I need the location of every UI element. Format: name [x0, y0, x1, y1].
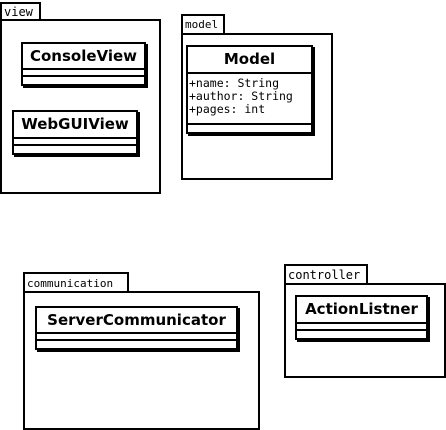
class-methods-model: [188, 125, 311, 132]
package-label-controller: controller: [288, 268, 361, 282]
package-tab-model: model: [181, 14, 225, 35]
class-methods-servercommunicator: [37, 341, 236, 348]
class-methods-webguiview: [14, 146, 136, 153]
class-attributes-servercommunicator: [37, 334, 236, 341]
class-attributes-webguiview: [14, 139, 136, 146]
package-label-model: model: [185, 18, 219, 31]
class-consoleview: ConsoleView: [21, 42, 146, 86]
package-tab-view: view: [0, 2, 41, 21]
class-methods-consoleview: [23, 77, 144, 84]
package-tab-controller: controller: [284, 264, 368, 285]
class-actionlistner: ActionListner: [295, 295, 428, 340]
attribute-name: +name: String: [189, 76, 280, 90]
class-methods-actionlistner: [297, 331, 426, 338]
attribute-pages: +pages: int: [189, 102, 266, 116]
class-webguiview: WebGUIView: [12, 110, 138, 155]
class-name-consoleview: ConsoleView: [23, 44, 144, 70]
package-label-communication: communication: [27, 277, 114, 290]
class-name-webguiview: WebGUIView: [14, 112, 136, 139]
class-servercommunicator: ServerCommunicator: [35, 306, 238, 350]
class-name-actionlistner: ActionListner: [297, 297, 426, 324]
package-label-view: view: [4, 5, 33, 19]
class-attributes-model: +name: String +author: String +pages: in…: [188, 74, 311, 125]
class-name-model: Model: [188, 47, 311, 74]
class-name-servercommunicator: ServerCommunicator: [37, 308, 236, 334]
package-tab-communication: communication: [23, 272, 129, 293]
class-attributes-actionlistner: [297, 324, 426, 331]
class-model: Model +name: String +author: String +pag…: [186, 45, 313, 134]
class-attributes-consoleview: [23, 70, 144, 77]
attribute-author: +author: String: [189, 89, 293, 103]
